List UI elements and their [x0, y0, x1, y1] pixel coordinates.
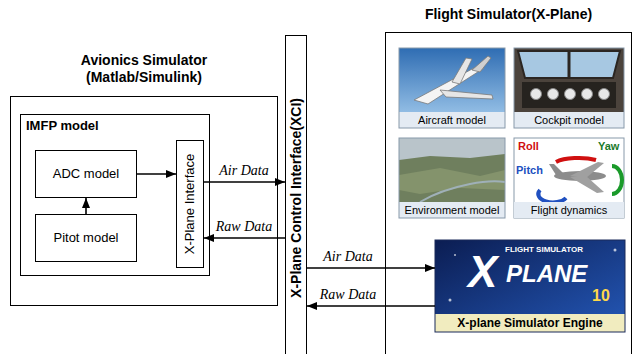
group-heading: Avionics Simulator (Matlab/Simulink)	[69, 52, 219, 86]
signal-label: Air Data	[218, 163, 269, 179]
process-box: Pitot model	[35, 214, 137, 262]
tile-caption: Cockpit model	[514, 112, 624, 128]
signal-label: Raw Data	[319, 287, 377, 303]
process-box: ADC model	[35, 150, 137, 198]
tile-caption: X-plane Simulator Engine	[435, 314, 625, 332]
tile-caption: Flight dynamics	[514, 202, 624, 218]
signal-arrow	[307, 267, 435, 269]
flight-dynamics-picture	[514, 138, 624, 218]
interface-label: X-Plane Interface	[182, 154, 198, 254]
image-tile: Cockpit model	[514, 48, 624, 128]
signal-arrow	[204, 181, 285, 183]
signal-arrow	[85, 198, 87, 214]
box-label: Pitot model	[36, 230, 136, 246]
model-box: IMFP modelADC modelPitot model X-Plane In…	[20, 114, 210, 276]
signal-arrow	[307, 305, 435, 307]
picture-label: X	[468, 250, 497, 294]
signal-arrow	[204, 237, 285, 239]
signal-arrow	[137, 173, 176, 175]
group-outline	[385, 32, 632, 354]
image-tile: Aircraft model	[399, 48, 505, 128]
box-label: ADC model	[36, 166, 136, 182]
interface-bar: X-Plane Interface	[176, 140, 204, 268]
picture-label: FLIGHT SIMULATOR	[505, 246, 583, 254]
cockpit-picture	[514, 48, 624, 128]
xplane-logo-picture	[435, 240, 625, 332]
picture-label: PLANE	[506, 262, 587, 286]
box-title: IMFP model	[21, 115, 209, 137]
image-tile: Environment model	[399, 138, 505, 218]
aircraft-picture	[399, 48, 505, 128]
picture-label: Yaw	[598, 141, 619, 152]
picture-label: Roll	[518, 141, 539, 152]
tile-caption: Environment model	[399, 202, 505, 218]
tile-caption: Aircraft model	[399, 112, 505, 128]
group-heading: Flight Simulator(X-Plane)	[385, 6, 632, 23]
signal-label: Air Data	[322, 249, 373, 265]
interface-bar: X-Plane Control Interface(XCI)	[285, 35, 307, 354]
picture-label: Pitch	[516, 165, 543, 176]
signal-label: Raw Data	[215, 219, 273, 235]
picture-label: 10	[592, 288, 610, 304]
system-group: Avionics Simulator (Matlab/Simulink) IMFP…	[10, 52, 278, 306]
interface-label: X-Plane Control Interface(XCI)	[288, 98, 305, 298]
environment-picture	[399, 138, 505, 218]
